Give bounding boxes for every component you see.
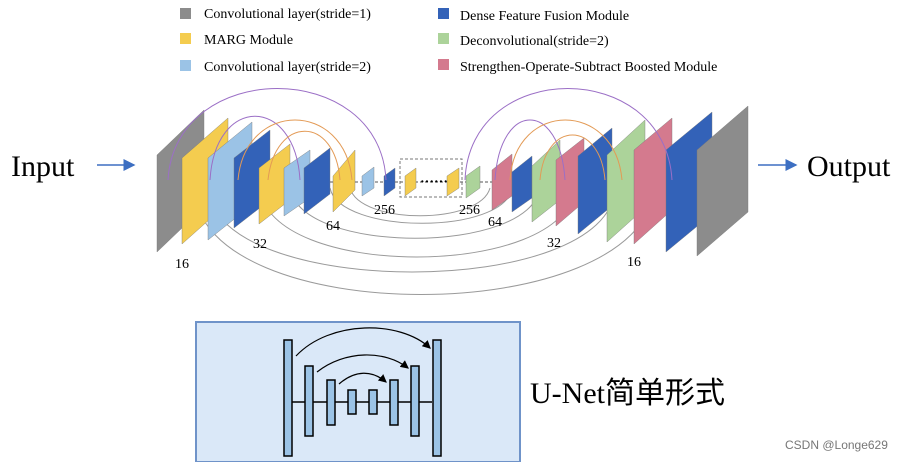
- unet-bar-r3: [389, 379, 399, 426]
- legend-label-deconv: Deconvolutional(stride=2): [460, 34, 609, 49]
- unet-skip-arc-outer: [295, 327, 431, 357]
- channel-label-64-left: 64: [326, 219, 340, 234]
- channel-label-16-left: 16: [175, 257, 189, 272]
- channel-label-16-right: 16: [627, 255, 641, 270]
- legend-swatch-dense-fusion: [438, 8, 449, 19]
- output-label: Output: [807, 150, 891, 183]
- bottleneck-box: [399, 158, 463, 198]
- unet-bar-l3: [326, 379, 336, 426]
- legend-swatch-conv-stride1: [180, 8, 191, 19]
- unet-bar-r2: [410, 365, 420, 437]
- block-deconv-256: [465, 165, 481, 199]
- unet-caption: U-Net简单形式: [530, 377, 725, 410]
- unet-bar-r4: [368, 389, 378, 415]
- unet-bar-l1: [283, 339, 293, 457]
- legend-label-sos-boosted: Strengthen-Operate-Subtract Boosted Modu…: [460, 60, 717, 75]
- unet-bar-l2: [304, 365, 314, 437]
- channel-label-64-right: 64: [488, 215, 502, 230]
- legend-swatch-deconv: [438, 33, 449, 44]
- unet-bar-r1: [432, 339, 442, 457]
- unet-panel: [195, 321, 521, 462]
- legend-label-dense-fusion: Dense Feature Fusion Module: [460, 9, 629, 24]
- channel-label-256-left: 256: [374, 203, 395, 218]
- block-marg-256-right: [446, 167, 460, 197]
- channel-label-256-right: 256: [459, 203, 480, 218]
- legend-swatch-sos-boosted: [438, 59, 449, 70]
- unet-bar-l4: [347, 389, 357, 415]
- legend-label-marg: MARG Module: [204, 33, 293, 48]
- decoder: [446, 105, 749, 257]
- watermark: CSDN @Longe629: [785, 438, 888, 452]
- legend-swatch-marg: [180, 33, 191, 44]
- legend: Convolutional layer(stride=1) MARG Modul…: [180, 7, 717, 75]
- encoder: [156, 109, 417, 253]
- block-dense-256-left: [383, 167, 396, 197]
- skip-arcs-top: [167, 88, 673, 181]
- input-label: Input: [11, 150, 75, 183]
- channel-label-32-left: 32: [253, 237, 267, 252]
- legend-label-conv-stride2: Convolutional layer(stride=2): [204, 60, 371, 75]
- block-conv1-right: [696, 105, 749, 257]
- legend-swatch-conv-stride2: [180, 60, 191, 71]
- legend-label-conv-stride1: Convolutional layer(stride=1): [204, 7, 371, 22]
- unet-skip-arc-middle: [316, 354, 409, 373]
- block-dense-32: [303, 147, 331, 215]
- unet-skip-arc-inner: [338, 372, 387, 385]
- channel-label-32-right: 32: [547, 236, 561, 251]
- unet-panel-bg: [195, 321, 521, 462]
- block-marg-256-left: [404, 167, 417, 197]
- block-sos-64-a: [491, 153, 513, 211]
- block-dense-64-right: [511, 155, 533, 213]
- bottleneck-ellipsis: ······: [420, 175, 448, 190]
- block-conv2-64: [361, 166, 375, 197]
